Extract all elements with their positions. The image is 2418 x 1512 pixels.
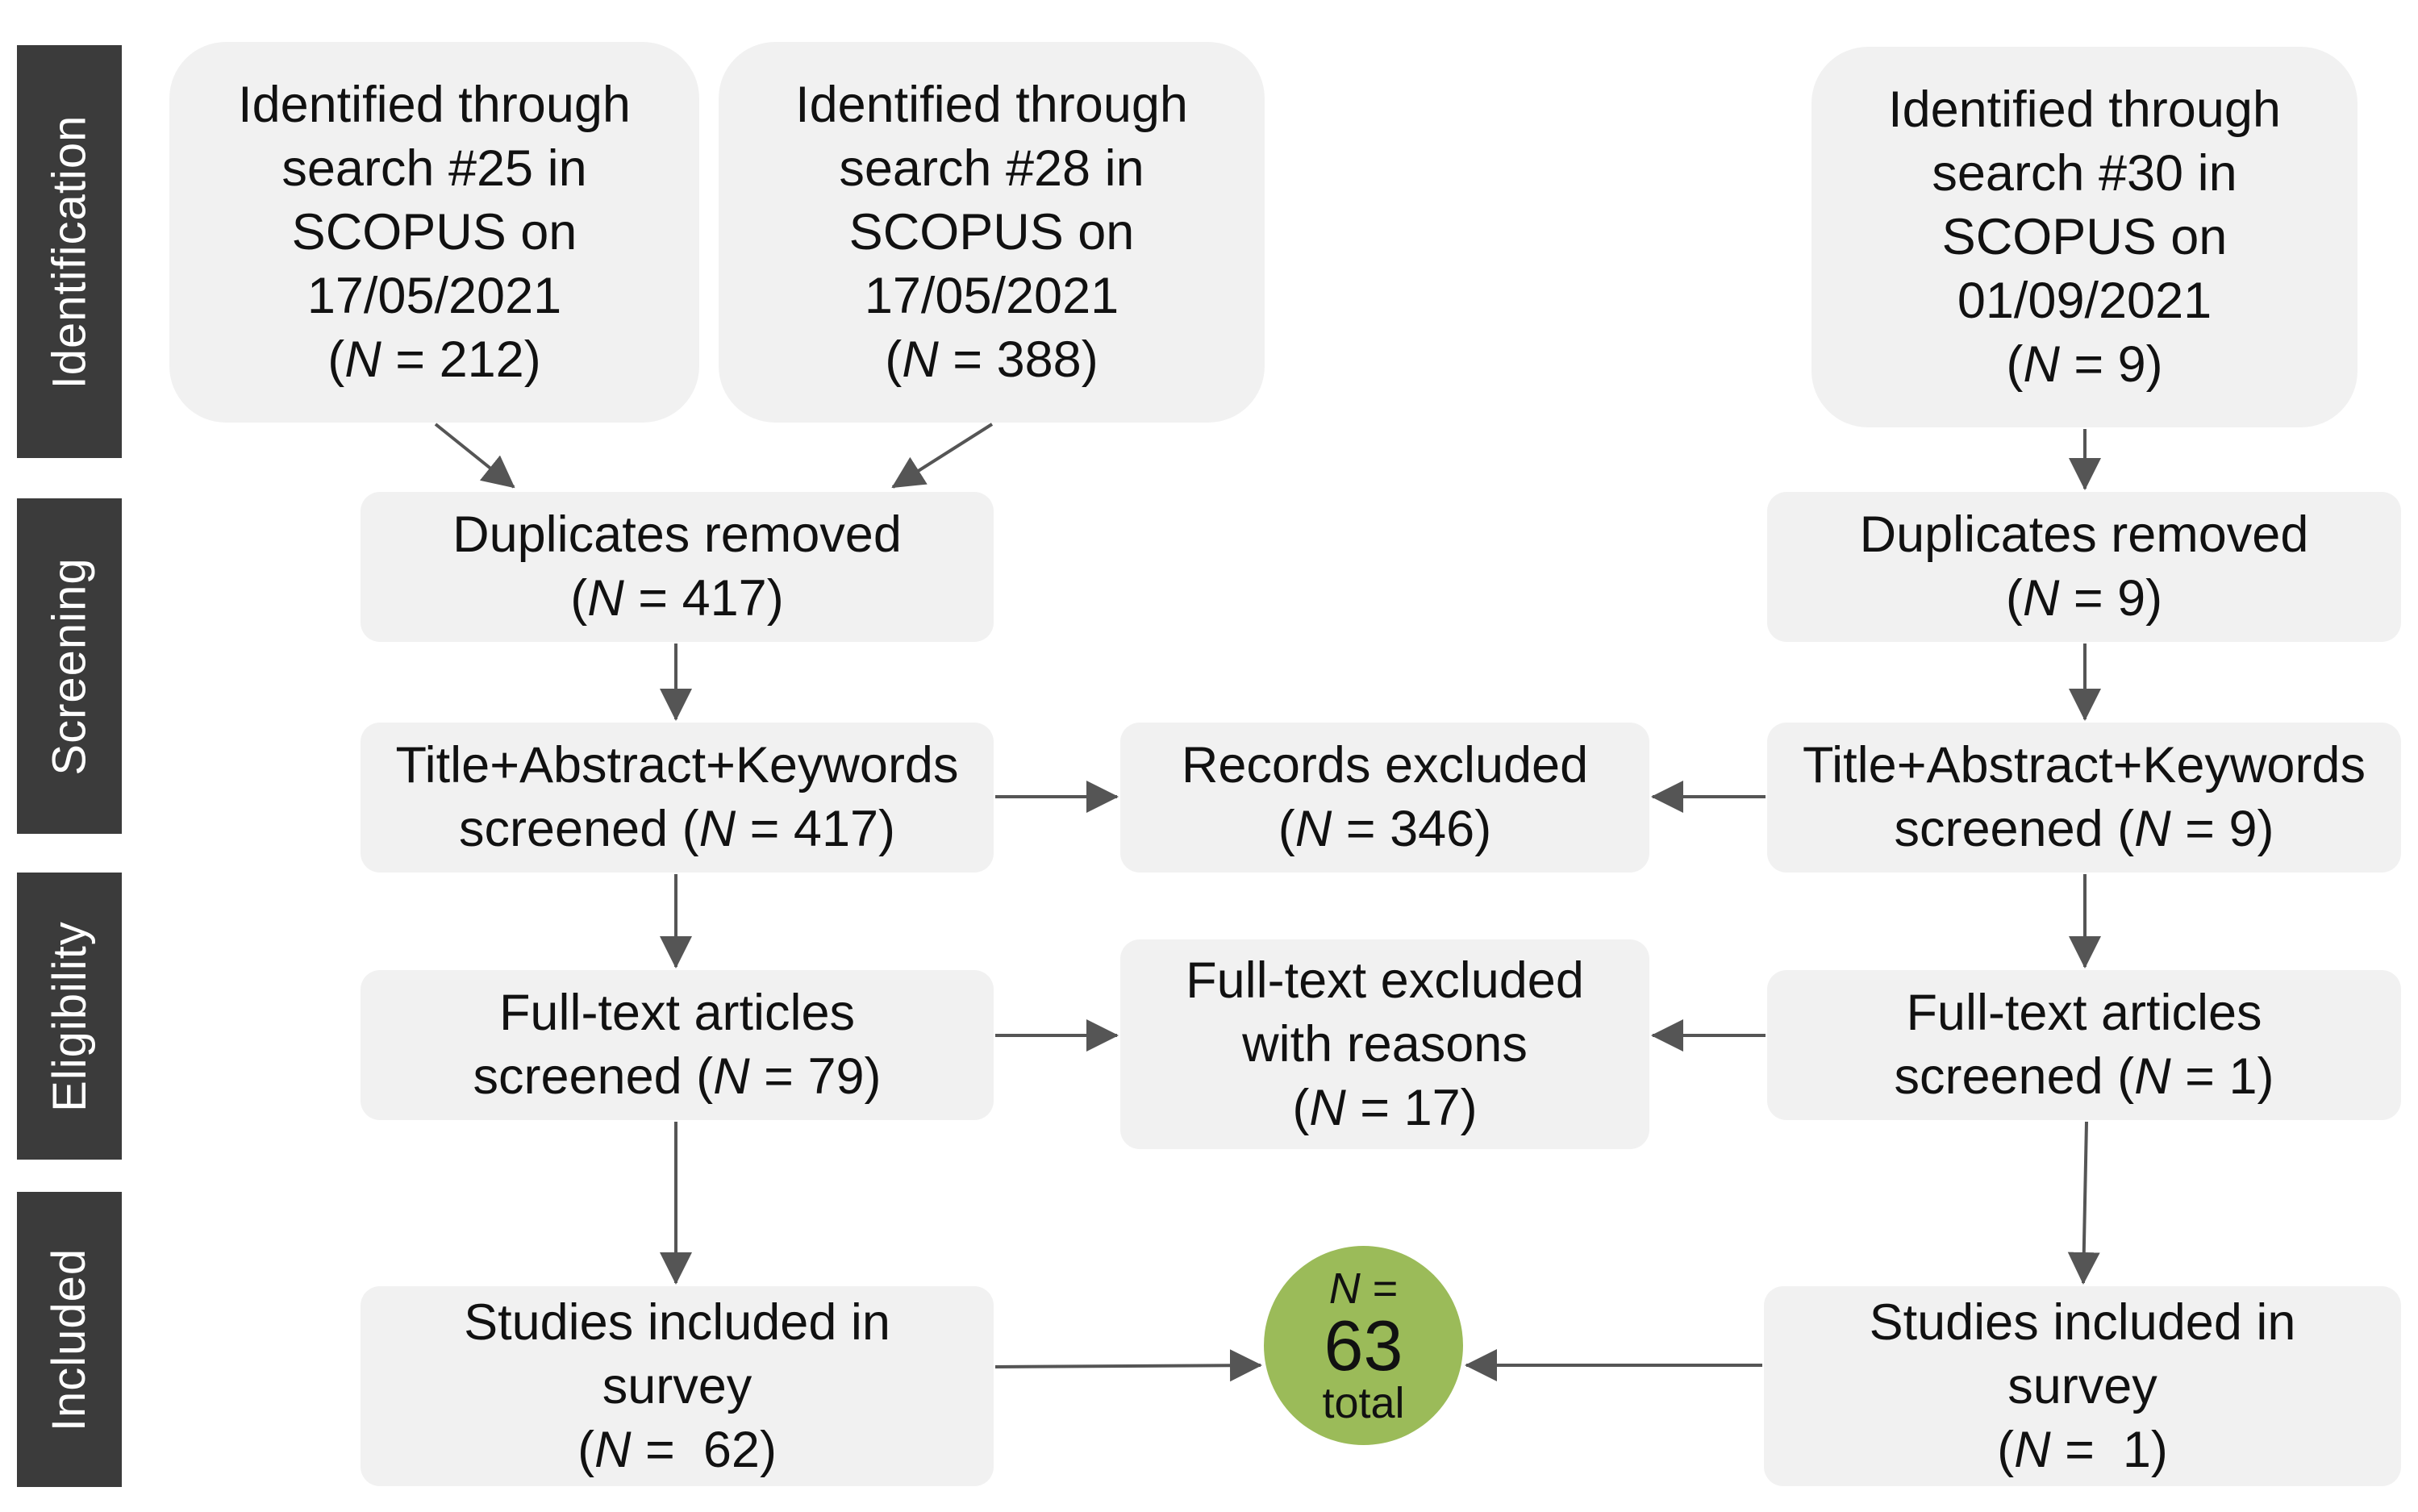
fulltext-excluded-box: Full-text excluded with reasons (N = 17) [1120,939,1649,1149]
left-screened-box: Title+Abstract+Keywords screened (N = 41… [361,723,994,873]
search-30-count: (N = 9) [2006,335,2163,393]
total-value: 63 [1324,1305,1403,1385]
search-30-line-2: search #30 in [1932,144,2237,202]
right-included-box: Studies included in survey (N = 1) [1764,1286,2401,1486]
right-screened-label: Title+Abstract+Keywords [1803,737,2366,793]
left-duplicates-label: Duplicates removed [452,506,902,563]
left-duplicates-box: Duplicates removed (N = 417) [361,492,994,642]
left-included-count: (N = 62) [577,1421,777,1478]
right-screened-box: Title+Abstract+Keywords screened (N = 9) [1767,723,2401,873]
total-circle: N = 63 total [1264,1246,1463,1445]
arrow-left-included-to-total [994,1349,1262,1382]
search-30-box: Identified through search #30 in SCOPUS … [1811,47,2358,427]
right-included-count: (N = 1) [1997,1421,2168,1478]
right-fulltext-label: Full-text articles [1906,985,2262,1041]
search-25-line-3: SCOPUS on [291,203,577,260]
search-25-box: Identified through search #25 in SCOPUS … [169,42,699,423]
stage-label-screening: Screening [17,498,122,834]
fulltext-excluded-line-2: with reasons [1242,1015,1528,1073]
search-28-line-1: Identified through [795,76,1188,133]
search-25-line-4: 17/05/2021 [306,267,562,324]
left-screened-count: screened (N = 417) [458,801,896,857]
arrow-right-fulltext-to-included [2067,1121,2100,1285]
search-25-count: (N = 212) [327,331,541,388]
search-28-line-2: search #28 in [839,140,1144,197]
search-28-count: (N = 388) [885,331,1099,388]
fulltext-excluded-line-1: Full-text excluded [1186,952,1584,1009]
right-fulltext-count: screened (N = 1) [1894,1048,2274,1105]
right-duplicates-label: Duplicates removed [1859,506,2309,563]
right-screened-count: screened (N = 9) [1894,801,2274,857]
search-30-line-1: Identified through [1888,81,2281,138]
arrow-search28-to-duplicates [891,423,994,489]
left-fulltext-label: Full-text articles [498,985,856,1041]
left-included-box: Studies included in survey (N = 62) [361,1286,994,1486]
right-included-line-2: survey [2007,1357,2157,1414]
right-included-line-1: Studies included in [1869,1293,2296,1351]
records-excluded-box: Records excluded (N = 346) [1120,723,1649,873]
search-28-box: Identified through search #28 in SCOPUS … [719,42,1265,423]
right-duplicates-box: Duplicates removed (N = 9) [1767,492,2401,642]
records-excluded-label: Records excluded [1181,737,1589,793]
search-28-line-4: 17/05/2021 [864,267,1119,324]
right-duplicates-count: (N = 9) [2005,570,2163,627]
total-n-label: N = [1328,1264,1399,1313]
right-fulltext-box: Full-text articles screened (N = 1) [1767,970,2401,1120]
left-screened-label: Title+Abstract+Keywords [395,737,959,793]
search-28-line-3: SCOPUS on [848,203,1135,260]
stage-label-eligibility: Eligibility [17,873,122,1160]
left-fulltext-box: Full-text articles screened (N = 79) [361,970,994,1120]
left-included-line-2: survey [602,1357,752,1414]
left-included-line-1: Studies included in [464,1293,890,1351]
total-label: total [1322,1378,1405,1427]
search-25-line-2: search #25 in [281,140,587,197]
left-duplicates-count: (N = 417) [570,570,784,627]
fulltext-excluded-count: (N = 17) [1292,1079,1478,1136]
search-30-line-4: 01/09/2021 [1957,272,2212,329]
stage-label-included: Included [17,1192,122,1487]
search-25-line-1: Identified through [238,76,631,133]
records-excluded-count: (N = 346) [1278,801,1492,857]
left-fulltext-count: screened (N = 79) [473,1048,882,1105]
stage-label-identification: Identification [17,45,122,458]
arrow-search25-to-duplicates [434,423,515,489]
search-30-line-3: SCOPUS on [1941,208,2228,265]
